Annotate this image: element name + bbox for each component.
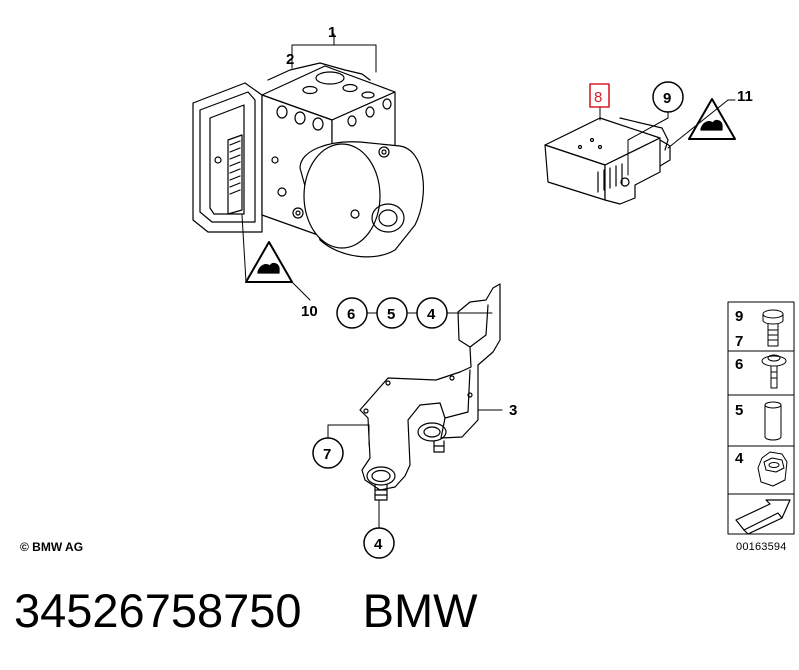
callout-10: 10 — [301, 303, 318, 320]
callout-highlight-box — [589, 83, 610, 108]
copyright-text: © BMW AG — [20, 540, 84, 554]
reference-code: 00163594 — [736, 541, 787, 553]
callout-11: 11 — [737, 88, 753, 105]
hex-nut-icon — [757, 451, 788, 487]
leader-lines — [241, 33, 736, 529]
legend-label-5: 5 — [735, 402, 743, 419]
callout-7: 7 — [323, 446, 331, 463]
legend-label-4: 4 — [735, 450, 744, 467]
callout-4-top: 4 — [427, 306, 436, 323]
callout-6: 6 — [347, 306, 355, 323]
callout-circles — [312, 81, 684, 559]
legend-label-6: 6 — [735, 356, 743, 373]
brand-name: BMW — [362, 584, 478, 637]
callout-1: 1 — [328, 24, 336, 41]
callout-8: 8 — [594, 89, 602, 106]
legend-label-9: 9 — [735, 308, 743, 325]
callout-3: 3 — [509, 402, 517, 419]
callout-9: 9 — [663, 90, 671, 107]
part-number: 34526758750 — [14, 584, 302, 637]
note-triangle-icon — [245, 241, 293, 283]
sleeve-icon — [764, 401, 782, 441]
legend-labels: 9 7 6 5 4 — [735, 308, 744, 467]
note-triangle-icon — [688, 98, 736, 140]
callout-5: 5 — [387, 306, 395, 323]
washer-screw-icon — [761, 354, 787, 389]
abs-hydraulic-unit — [192, 62, 425, 258]
mounting-bracket — [359, 283, 501, 501]
callout-labels: 1 2 3 4 5 6 7 4 8 9 10 11 — [286, 24, 753, 553]
callout-4-bottom: 4 — [374, 536, 383, 553]
yaw-rate-sensor — [544, 117, 671, 205]
part-footer: 34526758750 BMW — [14, 583, 477, 638]
legend-label-7: 7 — [735, 333, 743, 350]
direction-arrow-icon — [735, 499, 791, 535]
bolt-icon — [762, 309, 784, 347]
fastener-legend — [727, 301, 795, 535]
callout-2: 2 — [286, 51, 294, 68]
